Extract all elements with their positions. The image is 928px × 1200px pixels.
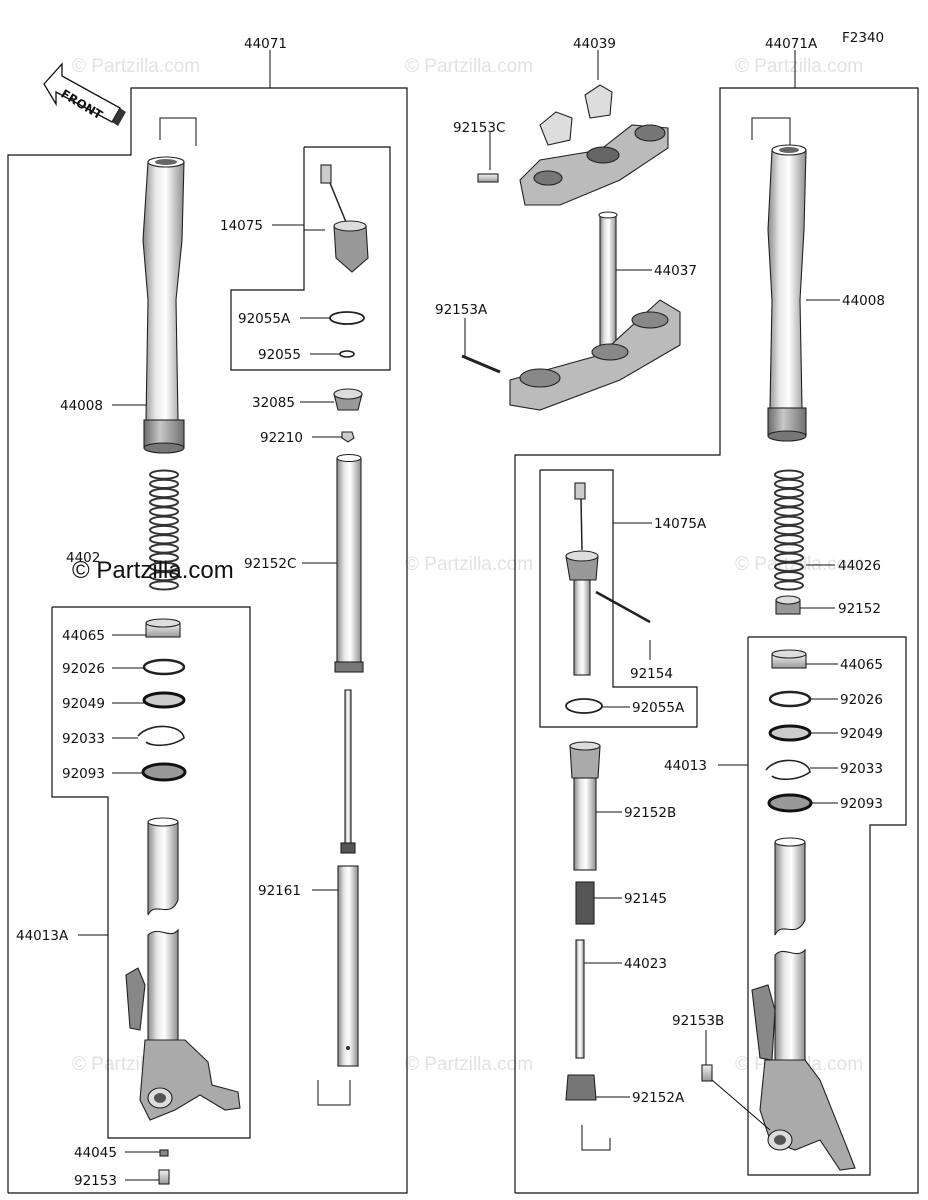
inner-tube-right	[701, 837, 856, 1171]
label-92152A: 92152A	[632, 1090, 685, 1106]
label-92161: 92161	[258, 883, 301, 899]
diagram-code: F2340	[842, 30, 884, 46]
label-44065-right: 44065	[840, 657, 883, 673]
inner-tube-left	[125, 817, 241, 1185]
label-44037: 44037	[654, 263, 697, 279]
label-92026-right: 92026	[840, 692, 883, 708]
label-92055A-mid: 92055A	[632, 700, 685, 716]
label-14075: 14075	[220, 218, 263, 234]
label-92033-right: 92033	[840, 761, 883, 777]
label-92055: 92055	[258, 347, 301, 363]
label-92152C: 92152C	[244, 556, 296, 572]
label-14075A: 14075A	[654, 516, 707, 532]
label-92152: 92152	[838, 601, 881, 617]
cartridge-right	[565, 482, 651, 1101]
upper-triple-clamp	[477, 84, 669, 206]
label-92152B: 92152B	[624, 805, 676, 821]
label-44013A: 44013A	[16, 928, 69, 944]
break-marks	[159, 117, 791, 1151]
label-92049: 92049	[62, 696, 105, 712]
label-44071: 44071	[244, 36, 287, 52]
label-92153C: 92153C	[453, 120, 505, 136]
watermark: © Partzilla.com	[405, 554, 533, 575]
seals-left	[137, 618, 187, 782]
label-92154: 92154	[630, 666, 673, 682]
spring-right	[774, 469, 804, 591]
label-44071A: 44071A	[765, 36, 818, 52]
label-92153: 92153	[74, 1173, 117, 1189]
cartridge-top-left	[320, 164, 369, 443]
watermark: © Partzilla.com	[735, 56, 863, 77]
label-44065: 44065	[62, 628, 105, 644]
label-92145: 92145	[624, 891, 667, 907]
label-44008-right: 44008	[842, 293, 885, 309]
watermark-main: © Partzilla.com	[72, 557, 234, 584]
damper-rod-left	[337, 689, 359, 1067]
label-92093-right: 92093	[840, 796, 883, 812]
watermark: © Partzilla.com	[405, 56, 533, 77]
label-92153A: 92153A	[435, 302, 488, 318]
label-92033: 92033	[62, 731, 105, 747]
label-32085: 32085	[252, 395, 295, 411]
label-44013: 44013	[664, 758, 707, 774]
label-92153B: 92153B	[672, 1013, 724, 1029]
frames	[7, 87, 919, 1194]
label-44008: 44008	[60, 398, 103, 414]
label-44045: 44045	[74, 1145, 117, 1161]
label-92210: 92210	[260, 430, 303, 446]
label-92049-right: 92049	[840, 726, 883, 742]
label-92026: 92026	[62, 661, 105, 677]
label-44026: 4402	[66, 550, 100, 566]
spring-left	[149, 469, 179, 591]
steering-stem	[461, 211, 681, 411]
label-44039: 44039	[573, 36, 616, 52]
outer-tube-right	[767, 144, 807, 442]
label-44023: 44023	[624, 956, 667, 972]
damper-tube-left	[334, 453, 364, 673]
label-92093: 92093	[62, 766, 105, 782]
label-44026-right: 44026	[838, 558, 881, 574]
label-92055A: 92055A	[238, 311, 291, 327]
part-labels: 44071 44039 44071A F2340 92153C 14075 92…	[16, 30, 885, 1189]
watermark: © Partzilla.com	[405, 1054, 533, 1075]
seals-right	[765, 595, 813, 813]
watermark: © Partzilla.com	[72, 56, 200, 77]
outer-tube-left	[142, 156, 185, 454]
leader-lines	[78, 50, 840, 1181]
